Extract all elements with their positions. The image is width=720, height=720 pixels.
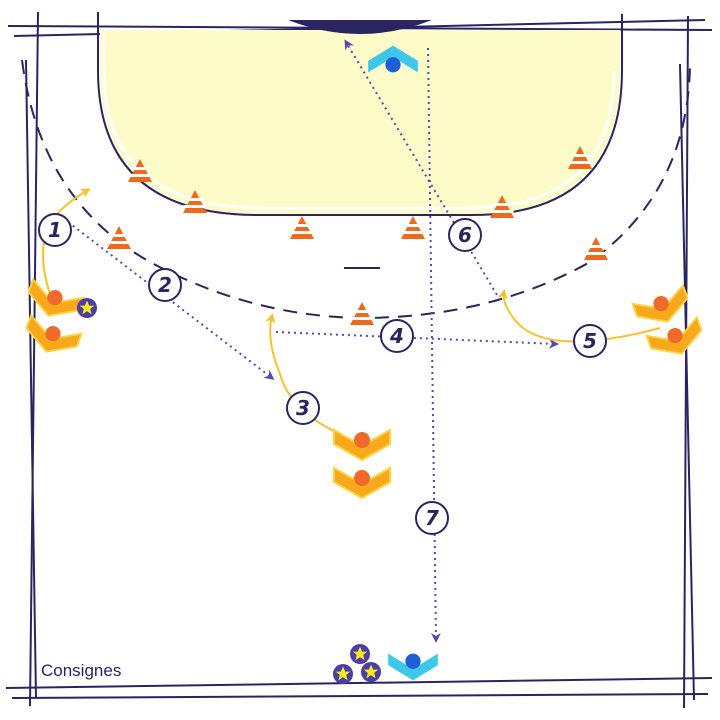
pass-4	[275, 331, 559, 349]
step-label: 1	[48, 218, 62, 242]
step-label: 2	[158, 273, 172, 297]
cone-icon	[401, 216, 425, 239]
cone-icon	[290, 216, 314, 239]
run-lines	[42, 188, 661, 433]
pass-lines	[67, 39, 559, 643]
goal-area-line-inner	[102, 34, 616, 210]
goal-area-line	[97, 12, 623, 216]
pass-2	[67, 221, 275, 380]
step-label: 4	[389, 324, 404, 348]
step-marker-4: 4	[380, 319, 414, 353]
cone-icon	[107, 226, 131, 249]
step-marker-3: 3	[286, 391, 320, 425]
step-label: 6	[458, 223, 472, 247]
step-marker-1: 1	[38, 213, 72, 247]
step-marker-2: 2	[148, 268, 182, 302]
pass-6	[344, 39, 501, 301]
step-markers: 1 2 3 4 5 6 7	[38, 213, 607, 535]
step-marker-6: 6	[448, 218, 482, 252]
run-5	[497, 289, 661, 343]
step-label: 3	[296, 396, 310, 420]
star-ball-icon	[350, 644, 370, 664]
cone-icon	[584, 237, 608, 260]
goalkeeper-chevron-icon	[388, 653, 438, 681]
goal-area	[100, 30, 620, 214]
balls	[77, 298, 381, 684]
star-ball-icon	[361, 662, 381, 682]
step-label: 7	[425, 506, 439, 530]
attacker-chevron-icon	[333, 429, 391, 461]
pass-7	[427, 47, 441, 643]
attacker-chevron-icon	[333, 467, 391, 499]
step-marker-5: 5	[573, 324, 607, 358]
caption-label: Consignes	[41, 661, 122, 680]
cone-icon	[350, 302, 374, 325]
star-ball-icon	[77, 298, 97, 318]
attacker-chevron-icon	[631, 284, 694, 332]
goal	[288, 20, 432, 34]
step-label: 5	[583, 329, 597, 353]
step-marker-7: 7	[415, 501, 449, 535]
attacker-chevron-icon	[645, 316, 708, 364]
star-ball-icon	[333, 664, 353, 684]
